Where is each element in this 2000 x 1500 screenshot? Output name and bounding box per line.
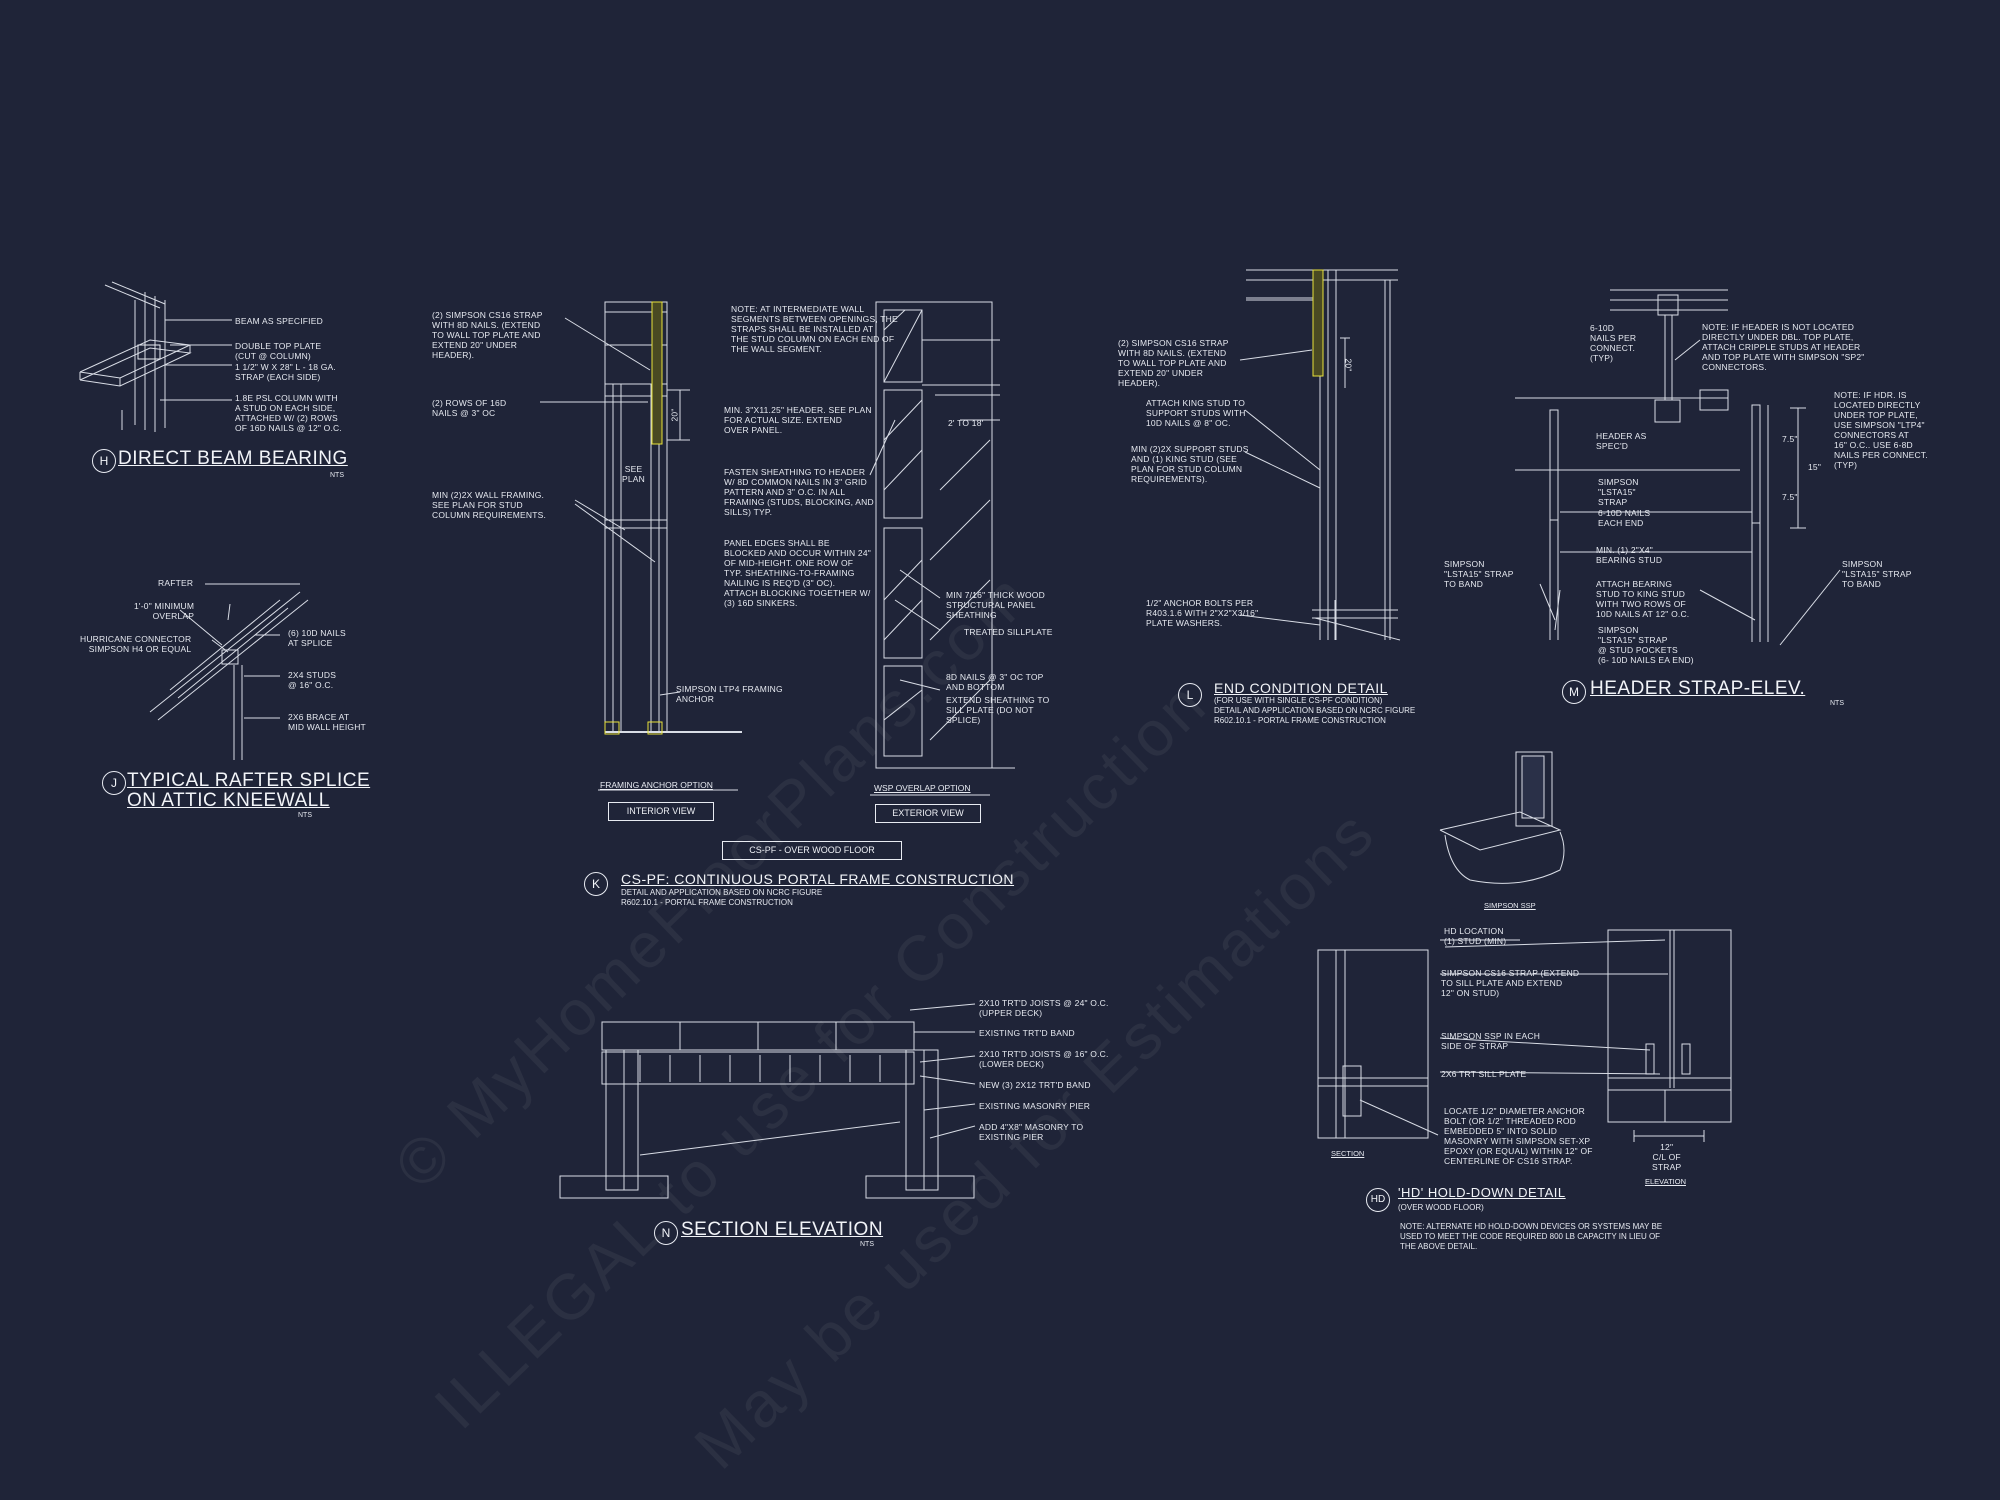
detail-k-interior-view-box: INTERIOR VIEW: [608, 802, 714, 821]
detail-l-dim-20: 20": [1343, 358, 1354, 372]
detail-k-note-strap: (2) SIMPSON CS16 STRAP WITH 8d NAILS. (E…: [432, 310, 543, 360]
detail-k-framing-anchor-option: FRAMING ANCHOR OPTION: [600, 780, 713, 790]
detail-k-exterior-view-box: EXTERIOR VIEW: [875, 804, 981, 823]
detail-m-note-bearing-stud: MIN. (1) 2"x4" BEARING STUD: [1596, 545, 1663, 565]
detail-n-note-existing-band: EXISTING TRT'D BAND: [979, 1028, 1075, 1038]
detail-hd-elevation-label: ELEVATION: [1645, 1177, 1686, 1186]
detail-m-note-sp2: NOTE: IF HEADER IS NOT LOCATED DIRECTLY …: [1702, 322, 1865, 372]
detail-h-note-2: DOUBLE TOP PLATE (CUT @ COLUMN): [235, 341, 322, 361]
detail-hd-title: 'HD' HOLD-DOWN DETAIL: [1398, 1185, 1566, 1200]
detail-m-tag: M: [1562, 680, 1586, 704]
detail-n-note-lower-joists: 2x10 TRT'D JOISTS @ 16" O.C. (LOWER DECK…: [979, 1049, 1109, 1069]
detail-j-nts: NTS: [298, 812, 312, 819]
detail-k-note-sheathing: MIN 7/16" THICK WOOD STRUCTURAL PANEL SH…: [946, 590, 1045, 620]
detail-m-title: HEADER STRAP-ELEV.: [1590, 678, 1806, 699]
detail-m-note-ltp4: NOTE: IF HDR. IS LOCATED DIRECTLY UNDER …: [1834, 390, 1928, 470]
beam-bearing-drawing: [80, 282, 232, 432]
hold-down-drawing: [1318, 752, 1731, 1142]
detail-hd-footnote: NOTE: ALTERNATE HD HOLD-DOWN DEVICES OR …: [1400, 1222, 1663, 1251]
detail-k-note-dim: 2' TO 18': [948, 418, 984, 428]
detail-j-title-line-2: ON ATTIC KNEEWALL: [127, 790, 330, 811]
detail-hd-note-cs16: SIMPSON CS16 STRAP (EXTEND TO SILL PLATE…: [1441, 968, 1580, 998]
detail-m-note-header-specd: HEADER AS SPEC'D: [1596, 431, 1647, 451]
detail-n-note-existing-pier: EXISTING MASONRY PIER: [979, 1101, 1091, 1111]
detail-k-title: CS-PF: CONTINUOUS PORTAL FRAME CONSTRUCT…: [621, 871, 1015, 887]
detail-m-note-lsta15-strap: SIMPSON "LSTA15" STRAP: [1598, 477, 1639, 507]
detail-h-note-1: BEAM AS SPECIFIED: [235, 316, 323, 326]
section-elevation-drawing: [560, 1004, 975, 1198]
detail-n-note-add-masonry: ADD 4"x8" MASONRY TO EXISTING PIER: [979, 1122, 1084, 1142]
detail-m-note-nails-per-connect: 6-10d NAILS PER CONNECT. (TYP): [1590, 323, 1637, 363]
header-strap-drawing: [1515, 290, 1840, 645]
detail-k-note-rows: (2) ROWS OF 16d NAILS @ 3" OC: [432, 398, 507, 418]
detail-h-tag: H: [92, 449, 116, 473]
detail-m-dim-2: 15": [1808, 462, 1822, 472]
detail-k-note-framing: MIN (2)2X WALL FRAMING. SEE PLAN FOR STU…: [432, 490, 547, 520]
detail-l-tag: L: [1178, 683, 1202, 707]
detail-j-tag: J: [102, 771, 126, 795]
detail-j-note-hurricane: HURRICANE CONNECTOR SIMPSON H4 OR EQUAL: [80, 634, 192, 654]
detail-l-note-anchor-bolts: 1/2" ANCHOR BOLTS PER R403.1.6 WITH 2"x2…: [1146, 598, 1259, 628]
detail-m-note-strap-to-band-right: SIMPSON "LSTA15" STRAP TO BAND: [1842, 559, 1912, 589]
detail-k-note-extend: EXTEND SHEATHING TO SILL PLATE (DO NOT S…: [946, 695, 1050, 725]
detail-k-note-sillplate: TREATED SILLPLATE: [964, 627, 1053, 637]
detail-hd-subtitle: (OVER WOOD FLOOR): [1398, 1203, 1484, 1212]
end-condition-drawing: [1240, 270, 1400, 640]
detail-m-note-attach-bearing: ATTACH BEARING STUD TO KING STUD WITH TW…: [1596, 579, 1690, 619]
detail-hd-note-ssp: SIMPSON SSP IN EACH SIDE OF STRAP: [1441, 1031, 1541, 1051]
detail-k-note-panel-edges: PANEL EDGES SHALL BE BLOCKED AND OCCUR W…: [724, 538, 871, 608]
detail-k-note-intermediate: NOTE: AT INTERMEDIATE WALL SEGMENTS BETW…: [731, 304, 898, 354]
detail-k-wsp-overlap-option: WSP OVERLAP OPTION: [874, 783, 971, 793]
detail-k-note-header: MIN. 3"x11.25" HEADER. SEE PLAN FOR ACTU…: [724, 405, 872, 435]
detail-h-nts: NTS: [330, 472, 344, 479]
detail-m-dim-1: 7.5": [1782, 434, 1798, 444]
detail-l-note-king-stud: ATTACH KING STUD TO SUPPORT STUDS WITH 1…: [1146, 398, 1246, 428]
detail-m-nts: NTS: [1830, 700, 1844, 707]
detail-l-note-support-studs: MIN (2)2X SUPPORT STUDS AND (1) KING STU…: [1131, 444, 1249, 484]
detail-n-title: SECTION ELEVATION: [681, 1219, 884, 1240]
detail-k-subtitle: DETAIL AND APPLICATION BASED ON NCRC FIG…: [621, 888, 823, 907]
detail-k-see-plan: SEE PLAN: [622, 464, 646, 484]
detail-h-note-4: 1.8E PSL COLUMN WITH A STUD ON EACH SIDE…: [235, 393, 342, 433]
portal-frame-exterior-drawing: [870, 302, 1015, 768]
detail-l-subtitle: (FOR USE WITH SINGLE CS-PF CONDITION) DE…: [1214, 696, 1416, 725]
detail-m-note-strap-to-band-left: SIMPSON "LSTA15" STRAP TO BAND: [1444, 559, 1514, 589]
detail-k-dim-20: 20": [669, 408, 680, 422]
detail-k-tag: K: [584, 872, 608, 896]
detail-hd-simpson-ssp: SIMPSON SSP: [1484, 901, 1536, 910]
detail-hd-tag: HD: [1366, 1188, 1390, 1212]
detail-j-note-brace: 2x6 BRACE AT MID WALL HEIGHT: [288, 712, 366, 732]
detail-h-note-3: 1 1/2" W x 28" L - 18 GA. STRAP (EACH SI…: [235, 362, 336, 382]
detail-n-tag: N: [654, 1221, 678, 1245]
detail-k-note-8d-nails: 8d NAILS @ 3" OC TOP AND BOTTOM: [946, 672, 1044, 692]
portal-frame-interior-drawing: [540, 302, 742, 734]
detail-m-note-stud-pockets: SIMPSON "LSTA15" STRAP @ STUD POCKETS (6…: [1598, 625, 1694, 665]
detail-j-note-studs: 2x4 STUDS @ 16" O.C.: [288, 670, 337, 690]
detail-k-note-ltp4: SIMPSON LTP4 FRAMING ANCHOR: [676, 684, 783, 704]
detail-hd-note-anchor: LOCATE 1/2" DIAMETER ANCHOR BOLT (OR 1/2…: [1444, 1106, 1593, 1166]
detail-hd-dim-note: 12" C/L OF STRAP: [1652, 1142, 1682, 1172]
detail-k-caption-box: CS-PF - OVER WOOD FLOOR: [722, 841, 902, 860]
detail-n-note-new-band: NEW (3) 2x12 TRT'D BAND: [979, 1080, 1091, 1090]
detail-h-title: DIRECT BEAM BEARING: [118, 448, 348, 469]
detail-n-nts: NTS: [860, 1241, 874, 1248]
detail-l-note-strap: (2) SIMPSON CS16 STRAP WITH 8d NAILS. (E…: [1118, 338, 1229, 388]
detail-m-note-each-end: 6-10d NAILS EACH END: [1598, 508, 1651, 528]
detail-j-title-line-1: TYPICAL RAFTER SPLICE: [127, 770, 371, 791]
detail-hd-note-sill: 2x6 TRT SILL PLATE: [1441, 1069, 1527, 1079]
detail-k-note-fasten: FASTEN SHEATHING TO HEADER W/ 8d COMMON …: [724, 467, 874, 517]
detail-n-note-upper-joists: 2x10 TRT'D JOISTS @ 24" O.C. (UPPER DECK…: [979, 998, 1109, 1018]
detail-m-dim-3: 7.5": [1782, 492, 1798, 502]
detail-j-note-nails: (6) 10d NAILS AT SPLICE: [288, 628, 346, 648]
detail-hd-section-label: SECTION: [1331, 1149, 1365, 1158]
detail-hd-note-location: HD LOCATION (1) STUD (MIN): [1444, 926, 1507, 946]
detail-l-title: END CONDITION DETAIL: [1214, 680, 1388, 696]
rafter-splice-drawing: [150, 584, 308, 760]
detail-j-note-rafter: RAFTER: [158, 578, 194, 588]
detail-j-note-overlap: 1'-0" MINIMUM OVERLAP: [134, 601, 195, 621]
